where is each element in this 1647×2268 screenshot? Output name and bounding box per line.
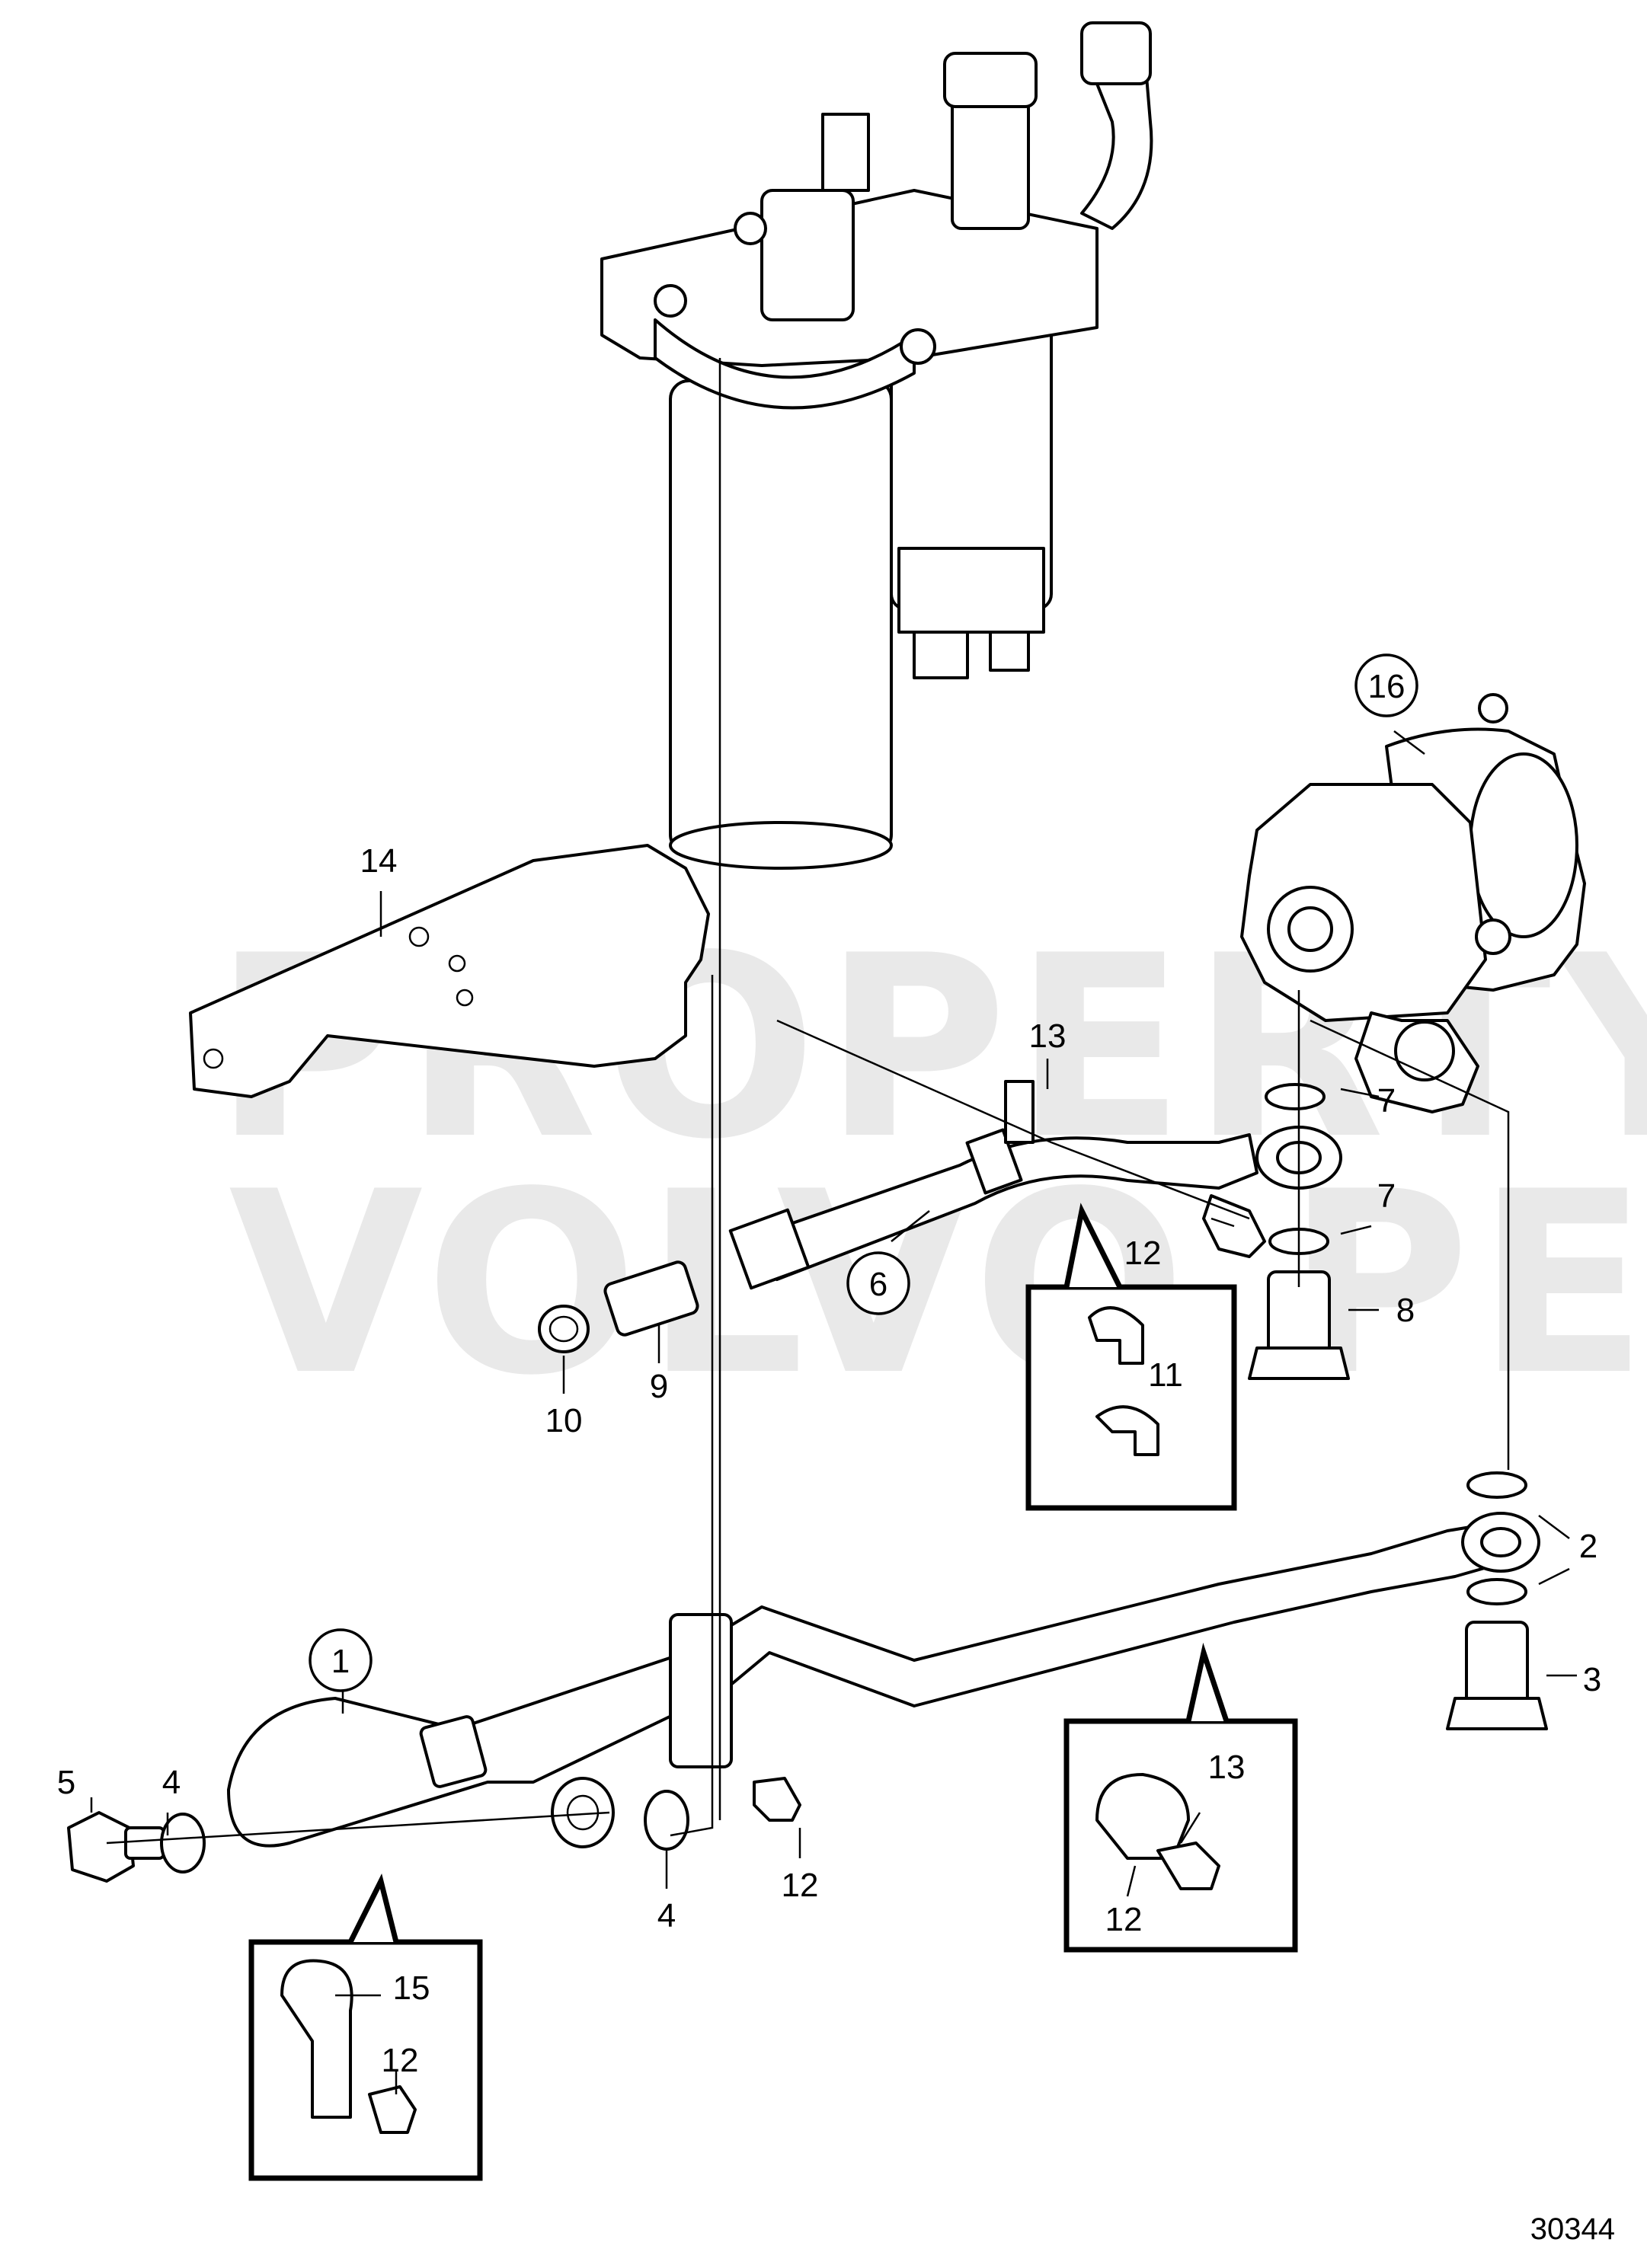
callout-7-upper: 7 [1377,1082,1396,1120]
figure-number: 30344 [1530,2212,1615,2246]
union-fitting [603,1260,699,1337]
callout-4-left: 4 [162,1764,181,1801]
callout-labels: 1 16 6 14 13 7 7 8 12 11 9 10 2 3 5 4 4 … [57,653,1601,2079]
callout-11: 11 [1148,1356,1183,1394]
washer-2-upper [1466,1471,1527,1499]
inset-clamp-bolt-right [1063,1642,1298,1953]
guide-line-bracket [776,1019,1250,1220]
washer-4-left [160,1813,206,1873]
callout-5: 5 [57,1764,75,1801]
callout-15: 15 [393,1969,430,2007]
fuel-pump [1240,693,1586,1113]
callout-12-upper: 12 [1124,1235,1162,1272]
callout-circle-16 [1354,653,1418,717]
fuel-pipe-lower [227,1522,1510,1848]
callout-2: 2 [1579,1528,1597,1565]
callout-10: 10 [545,1402,583,1439]
callout-9: 9 [650,1368,668,1405]
banjo-bolt-lower [1446,1621,1548,1730]
callout-12-right-inset: 12 [1105,1901,1143,1938]
callout-13-upper: 13 [1029,1017,1067,1055]
callout-4-right: 4 [657,1897,676,1934]
washer-4-right [644,1790,689,1851]
callout-8: 8 [1396,1292,1415,1329]
inset-clamp-halves [1025,1203,1237,1511]
callout-circle-1 [309,1628,373,1692]
callout-1: 1 [331,1643,350,1680]
callout-6: 6 [869,1266,887,1303]
callout-7-lower: 7 [1377,1177,1396,1215]
fuel-filter-assembly [600,21,1153,870]
leader-lines [90,730,1577,2094]
fuel-pipe-upper [760,1133,1258,1281]
washer-2-lower [1466,1578,1527,1605]
plug [67,1811,135,1883]
guide-line-plug [106,1811,610,1845]
bolt-middle [753,1777,801,1822]
bracket [189,844,710,1098]
inset-clip-bolt-left [248,1873,483,2181]
callout-3: 3 [1583,1661,1601,1698]
guide-line-pump [1310,1019,1510,1470]
callout-12-left-inset: 12 [382,2042,419,2079]
callout-circle-6 [846,1251,910,1315]
washer-upper [1265,1083,1326,1110]
callout-12-middle: 12 [782,1867,819,1904]
callout-14: 14 [360,842,398,880]
callout-13-lower: 13 [1208,1749,1246,1786]
callout-16: 16 [1368,668,1406,705]
guide-line-filter [670,975,714,1837]
sealing-washer [538,1305,590,1353]
